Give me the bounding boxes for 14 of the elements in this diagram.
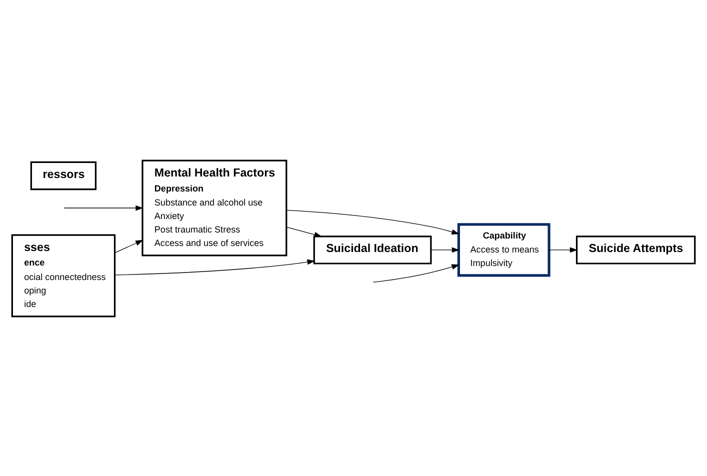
arrow xyxy=(114,239,144,253)
node-box: sses ence ocial connectedness oping ide xyxy=(11,234,116,317)
arrow xyxy=(430,246,460,252)
arrow xyxy=(286,209,460,234)
node-box: Capability Access to means Impulsivity xyxy=(457,222,550,276)
arrow xyxy=(372,264,460,282)
node-box: ressors xyxy=(30,160,97,190)
arrow xyxy=(548,246,578,252)
arrow xyxy=(64,204,144,210)
node-box: Suicidal Ideation xyxy=(313,235,432,264)
node-box: Mental Health Factors Depression Substance and alcohol use Anxiety Post traumatic Stress Access and use of services xyxy=(142,159,288,256)
arrow xyxy=(286,226,322,237)
node-box: Suicide Attempts xyxy=(576,235,696,264)
arrow xyxy=(114,258,316,275)
